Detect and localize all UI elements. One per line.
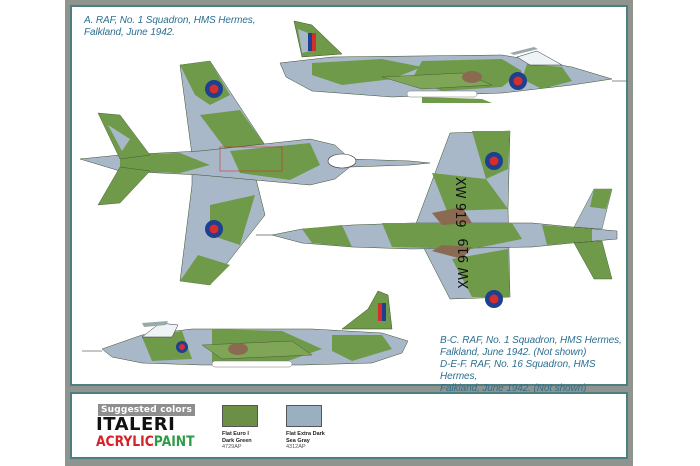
swatch-name-line2: Dark Green <box>222 437 252 444</box>
suggested-colors-label: Suggested colors <box>98 404 195 416</box>
suggested-colors-panel: Suggested colors ITALERI ACRYLICPAINT Fl… <box>70 392 628 459</box>
caption-a: A. RAF, No. 1 Squadron, HMS Hermes, Falk… <box>84 15 255 39</box>
swatch-code: 4312AP <box>286 444 306 450</box>
swatch-name-line2: Sea Gray <box>286 437 310 444</box>
swatch-sea-gray <box>286 405 322 427</box>
caption-def-line1: D-E-F. RAF, No. 16 Squadron, HMS Hermes, <box>440 359 596 382</box>
serial-lower-wing: XW 919 <box>457 238 472 289</box>
swatch-sea-gray-label: Flat Extra Dark Sea Gray 4312AP <box>286 431 325 451</box>
bottom-view: XW 919 XW 919 <box>256 130 618 308</box>
aircraft-illustrations: XW 919 XW 919 <box>79 20 628 368</box>
caption-bcdef: B-C. RAF, No. 1 Squadron, HMS Hermes, Fa… <box>440 335 626 395</box>
caption-bc-line1: B-C. RAF, No. 1 Squadron, HMS Hermes, <box>440 335 622 346</box>
brand-paint: PAINT <box>153 434 195 450</box>
side-view-left <box>82 290 409 368</box>
swatch-name-line1: Flat Extra Dark <box>286 431 325 437</box>
side-view-right <box>279 20 628 103</box>
swatch-code: 4729AP <box>222 444 242 450</box>
swatch-dark-green <box>222 405 258 427</box>
serial-upper-wing: XW 919 <box>452 177 467 228</box>
caption-a-line1: A. RAF, No. 1 Squadron, HMS Hermes, <box>84 15 256 26</box>
caption-bc-line2: Falkland, June 1942. (Not shown) <box>440 347 587 358</box>
brand-acrylic-paint: ACRYLICPAINT <box>96 434 195 450</box>
caption-def-line2: Falkland, June 1942. (Not shown) <box>440 383 587 394</box>
brand-acrylic: ACRYLIC <box>96 434 154 450</box>
swatch-dark-green-label: Flat Euro I Dark Green 4729AP <box>222 431 252 451</box>
swatch-name-line1: Flat Euro I <box>222 431 249 437</box>
caption-a-line2: Falkland, June 1942. <box>84 27 175 38</box>
brand-italeri: ITALERI <box>96 414 176 435</box>
top-view <box>79 60 431 286</box>
profiles-panel: A. RAF, No. 1 Squadron, HMS Hermes, Falk… <box>70 5 628 394</box>
